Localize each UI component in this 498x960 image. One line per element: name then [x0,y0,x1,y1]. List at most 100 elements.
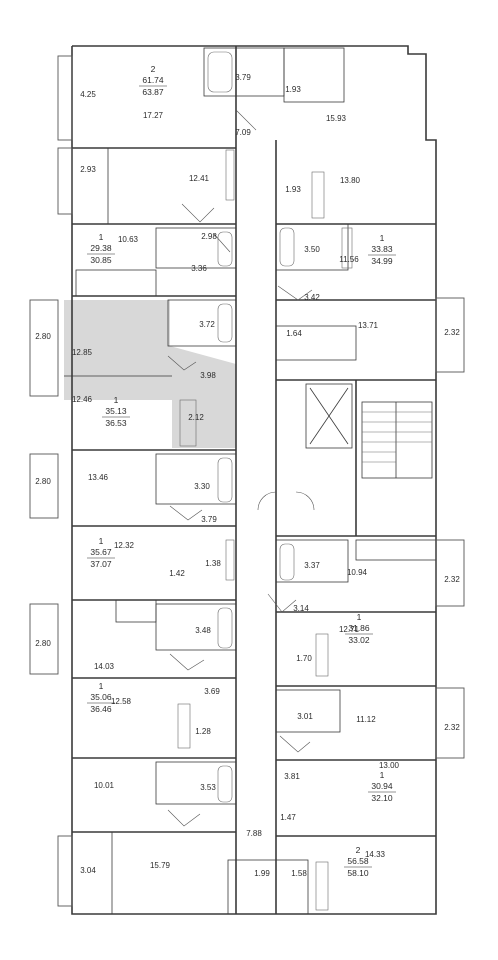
room-area: 3.01 [297,712,313,721]
room-area: 13.80 [340,176,361,185]
room-area: 11.56 [339,255,359,264]
apartment-label-a2: 133.83 34.99 [368,233,396,266]
room-area: 3.14 [293,604,309,613]
apartment-label-a1: 261.74 63.87 [139,64,167,97]
room-area: 3.98 [200,371,216,380]
total-area: 32.10 [371,793,393,803]
room-area: 13.00 [379,761,400,770]
shafts [177,149,353,911]
living-area: 35.13 [105,406,127,416]
living-area: 56.58 [347,856,369,866]
room-area: 3.37 [304,561,320,570]
left-unit-walls [64,147,236,914]
living-area: 31.86 [348,623,370,633]
room-area: 1.70 [296,654,312,663]
room-area: 10.01 [94,781,115,790]
room-area: 12.32 [114,541,135,550]
apartment-label-a5: 135.67 37.07 [87,536,115,569]
total-area: 58.10 [347,868,369,878]
right-unit-walls [276,223,436,837]
room-area: 1.42 [169,569,185,578]
room-area: 3.42 [304,293,320,302]
room-area: 2.98 [201,232,217,241]
room-area: 12.71 [339,625,360,634]
total-area: 37.07 [90,559,112,569]
room-area: 12.58 [111,697,132,706]
room-area: 1.38 [205,559,221,568]
room-area: 14.03 [94,662,115,671]
room-count: 1 [114,395,119,405]
room-count: 1 [380,233,385,243]
room-area: 1.28 [195,727,211,736]
room-area: 2.80 [35,477,51,486]
living-area: 35.06 [90,692,112,702]
stair-core [305,383,433,479]
bathroom-blocks [75,47,437,915]
total-area: 30.85 [90,255,112,265]
room-area: 1.58 [291,869,307,878]
room-area: 2.80 [35,639,51,648]
doors [167,109,315,827]
room-area: 15.93 [326,114,347,123]
room-area: 13.46 [88,473,109,482]
room-area: 11.12 [356,715,376,724]
total-area: 34.99 [371,256,393,266]
room-area: 10.63 [118,235,139,244]
room-count: 1 [357,612,362,622]
room-area: 3.30 [194,482,210,491]
room-area: 1.93 [285,85,301,94]
room-area: 3.69 [204,687,220,696]
room-area: 10.94 [347,568,368,577]
room-area: 14.33 [365,850,386,859]
room-area: 13.71 [358,321,379,330]
apartment-label-a3: 129.38 30.85 [87,232,115,265]
living-area: 35.67 [90,547,112,557]
room-count: 2 [356,845,361,855]
apartment-label-a8: 130.94 32.10 [368,770,396,803]
room-count: 1 [99,536,104,546]
room-area: 2.80 [35,332,51,341]
room-area: 1.99 [254,869,270,878]
room-area: 3.04 [80,866,96,875]
room-area: 17.27 [143,111,164,120]
apartment-label-a4: 135.13 36.53 [102,395,130,428]
selected-apartment-fill [64,300,236,448]
room-area: 2.32 [444,723,460,732]
apartment-label-a9: 256.58 58.10 [344,845,372,878]
living-area: 29.38 [90,243,112,253]
room-area: 3.36 [191,264,207,273]
bathtubs [207,51,295,803]
room-area: 3.50 [304,245,320,254]
room-area: 3.79 [235,73,251,82]
room-area: 7.88 [246,829,262,838]
room-count: 1 [380,770,385,780]
room-count: 2 [151,64,156,74]
living-area: 30.94 [371,781,393,791]
room-count: 1 [99,232,104,242]
total-area: 36.53 [105,418,127,428]
room-count: 1 [99,681,104,691]
room-area: 2.93 [80,165,96,174]
room-area: 3.48 [195,626,211,635]
balconies [29,55,465,907]
room-area: 1.47 [280,813,296,822]
room-area: 12.85 [72,348,93,357]
room-area: 3.72 [199,320,215,329]
living-area: 61.74 [142,75,164,85]
room-area: 1.93 [285,185,301,194]
room-area: 3.79 [201,515,217,524]
apartment-label-a6: 131.86 33.02 [345,612,373,645]
room-area: 12.46 [72,395,93,404]
total-area: 33.02 [348,635,370,645]
room-area: 15.79 [150,861,171,870]
room-area: 4.25 [80,90,96,99]
living-area: 33.83 [371,244,393,254]
room-area: 2.32 [444,575,460,584]
room-area: 2.12 [188,413,204,422]
room-area: 2.32 [444,328,460,337]
area-labels: 4.2517.273.791.9315.937.092.9312.411.931… [35,73,460,878]
total-area: 63.87 [142,87,164,97]
room-area: 3.81 [284,772,300,781]
